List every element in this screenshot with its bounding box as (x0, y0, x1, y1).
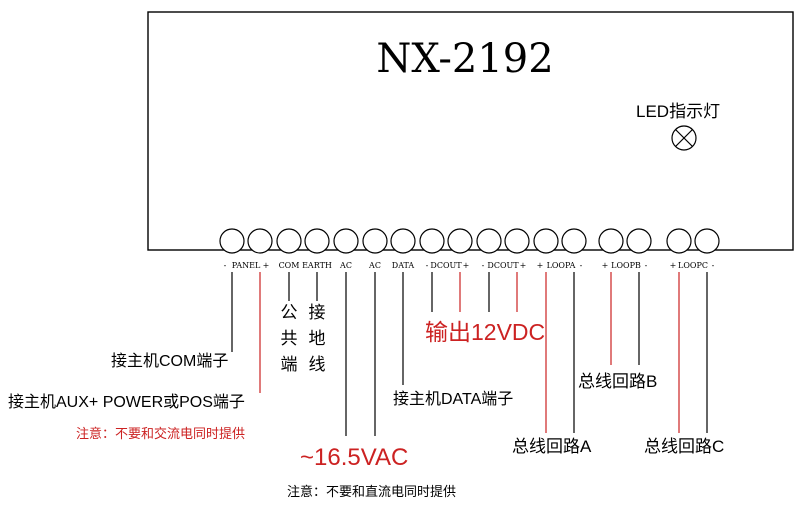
label-loopc-minus: - (712, 261, 715, 270)
ac-voltage-label: ~16.5VAC (300, 444, 408, 471)
host-aux-label: 接主机AUX+ POWER或POS端子 (8, 393, 245, 411)
label-loopb: LOOPB (611, 261, 641, 270)
dc-output-label: 输出12VDC (425, 319, 545, 345)
led-label: LED指示灯 (636, 102, 720, 121)
terminal-data (390, 228, 416, 254)
label-loopb-minus: - (645, 261, 648, 270)
label-loopb-plus: + (602, 261, 609, 270)
terminal-loopb-plus (598, 228, 624, 254)
terminal-loopc-plus (666, 228, 692, 254)
label-panel-plus: + (263, 261, 270, 270)
host-data-label: 接主机DATA端子 (393, 390, 513, 408)
terminal-loopc-minus (694, 228, 720, 254)
terminal-panel-minus (219, 228, 245, 254)
label-loopa-plus: + (537, 261, 544, 270)
label-loopa-minus: - (580, 261, 583, 270)
label-data: DATA (392, 261, 415, 270)
terminal-dcout1-plus (447, 228, 473, 254)
wires (231, 272, 708, 436)
vertical-annotations: 公 共 端 接 地 线 (281, 303, 326, 374)
label-dcout1-plus: + (463, 261, 470, 270)
host-com-label: 接主机COM端子 (111, 352, 228, 370)
label-ac-2: AC (368, 261, 381, 270)
loop-a-label: 总线回路A (512, 437, 592, 456)
label-earth: EARTH (302, 261, 332, 270)
label-panel: PANEL (232, 261, 261, 270)
terminal-panel-plus (247, 228, 273, 254)
label-ac-1: AC (339, 261, 352, 270)
label-loopc: LOOPC (678, 261, 708, 270)
label-dcout1: DCOUT (430, 261, 462, 270)
terminal-ac-2 (362, 228, 388, 254)
ac-warning-note: 注意：不要和交流电同时提供 (76, 426, 245, 441)
terminal-dcout1-minus (419, 228, 445, 254)
device-title: NX-2192 (376, 36, 553, 82)
label-panel-minus: - (224, 261, 227, 270)
terminal-loopa-minus (561, 228, 587, 254)
terminal-dcout2-plus (504, 228, 530, 254)
label-com: COM (279, 261, 300, 270)
com-vertical-char-2: 共 (281, 329, 298, 348)
loop-b-label: 总线回路B (578, 372, 657, 391)
com-vertical-char-1: 公 (281, 303, 298, 322)
terminal-ac-1 (333, 228, 359, 254)
label-dcout2-plus: + (520, 261, 527, 270)
terminal-com (276, 228, 302, 254)
device-enclosure (147, 11, 794, 251)
earth-vertical-char-1: 接 (309, 303, 326, 322)
terminal-dcout2-minus (476, 228, 502, 254)
terminal-loopa-plus (533, 228, 559, 254)
label-dcout2: DCOUT (487, 261, 519, 270)
loop-c-label: 总线回路C (644, 437, 724, 456)
earth-vertical-char-3: 线 (309, 355, 326, 374)
label-loopa: LOOPA (547, 261, 576, 270)
label-dcout1-minus: - (426, 261, 429, 270)
terminal-loopb-minus (626, 228, 652, 254)
com-vertical-char-3: 端 (281, 355, 298, 374)
dc-warning-note: 注意：不要和直流电同时提供 (287, 484, 456, 499)
label-dcout2-minus: - (482, 261, 485, 270)
terminal-labels: - PANEL + COM EARTH AC AC DATA - DCOUT +… (224, 261, 715, 270)
terminal-earth (304, 228, 330, 254)
terminal-block (219, 228, 720, 254)
earth-vertical-char-2: 地 (309, 329, 326, 348)
label-loopc-plus: + (670, 261, 677, 270)
led-indicator-icon (671, 125, 697, 151)
